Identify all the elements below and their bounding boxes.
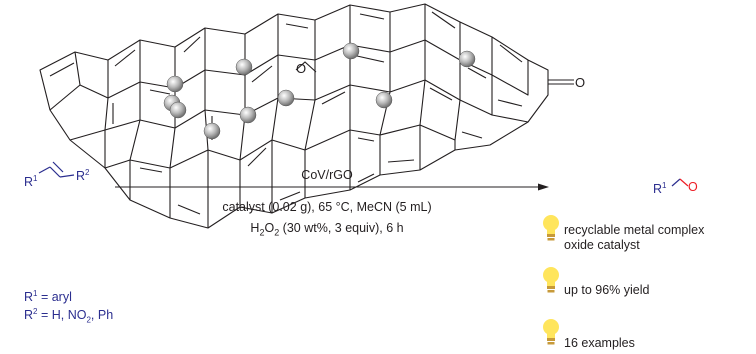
conditions-line-1: catalyst (0.02 g), 65 °C, MeCN (5 mL) [222,200,432,214]
lightbulb-icon [543,215,559,241]
nanoparticle [342,42,360,60]
highlight-yield: up to 96% yield [564,283,650,297]
ketone-oxygen: O [575,75,585,90]
reactant-r1: R1 [24,174,38,190]
nanoparticle [203,122,221,140]
lightbulb-icon [543,267,559,293]
reactant-alkene [38,161,75,178]
substituent-r2-definition: R2 = H, NO2, Ph [24,307,114,325]
highlight-recyclable: recyclable metal complex oxide catalyst [564,223,705,252]
nanoparticle [277,89,295,107]
nanoparticle [235,58,253,76]
nanoparticle [166,75,184,93]
product-aldehyde [671,178,689,187]
reactant-r2: R2 [76,168,90,184]
highlight-examples: 16 examples [564,336,635,350]
nanoparticle [375,91,393,109]
epoxide-oxygen: O [296,61,306,76]
nanoparticle-spheres [163,42,476,140]
product-r1: R1 [653,181,667,197]
lightbulb-icon [543,319,559,345]
nanoparticle [169,101,187,119]
catalyst-label: CoV/rGO [301,168,353,182]
nanoparticle [239,106,257,124]
reaction-arrow [115,183,549,191]
product-oxygen: O [688,180,698,194]
conditions-line-2: H2O2 (30 wt%, 3 equiv), 6 h [250,221,404,238]
substituent-r1-definition: R1 = aryl [24,289,72,305]
nanoparticle [458,50,476,68]
